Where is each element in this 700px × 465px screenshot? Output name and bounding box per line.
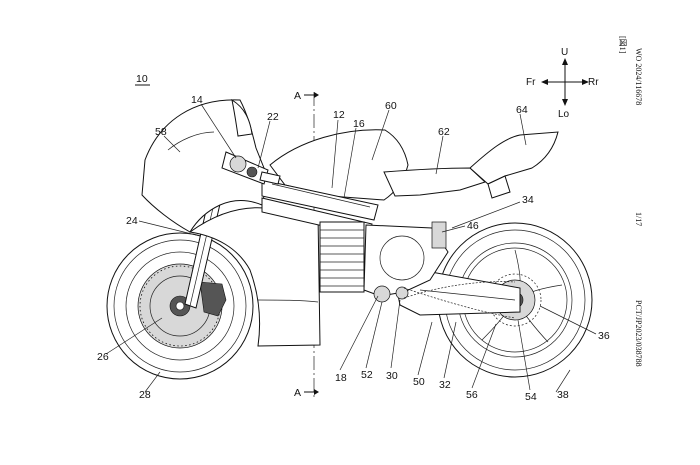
ref-label-38: 38 <box>557 389 569 401</box>
ref-label-12: 12 <box>333 109 345 121</box>
ref-label-52: 52 <box>361 369 373 381</box>
direction-front: Fr <box>526 77 536 88</box>
ref-label-26: 26 <box>97 351 109 363</box>
fig-tag: [図1] <box>618 36 627 54</box>
ref-label-56: 56 <box>466 389 478 401</box>
figure-number: 10 <box>136 73 148 85</box>
ref-label-34: 34 <box>522 194 534 206</box>
ref-label-22: 22 <box>267 111 279 123</box>
ref-label-32: 32 <box>439 379 451 391</box>
tail-cowl <box>469 131 559 185</box>
leader-lines <box>105 103 597 393</box>
application-number: PCT/JP2023/038788 <box>634 300 643 367</box>
direction-compass: U Lo Fr Rr <box>526 47 599 120</box>
ref-label-14: 14 <box>191 94 203 106</box>
handlebar <box>221 151 281 185</box>
ref-label-62: 62 <box>438 126 450 138</box>
direction-up: U <box>561 47 568 58</box>
seat <box>383 167 486 197</box>
sheet-number: 1/17 <box>634 212 643 226</box>
ref-label-58: 58 <box>155 126 167 138</box>
direction-rear: Rr <box>588 77 599 88</box>
motorcycle-drawing <box>106 98 593 380</box>
ref-label-24: 24 <box>126 215 138 227</box>
ref-label-64: 64 <box>516 104 528 116</box>
section-marker-top: A <box>294 90 301 102</box>
ref-label-54: 54 <box>525 391 537 403</box>
fuel-tank <box>269 129 409 201</box>
ref-label-30: 30 <box>386 370 398 382</box>
ref-label-18: 18 <box>335 372 347 384</box>
ref-label-60: 60 <box>385 100 397 112</box>
ref-label-36: 36 <box>598 330 610 342</box>
side-cowl <box>188 207 321 347</box>
windscreen <box>231 98 253 137</box>
section-marker-bottom: A <box>294 387 301 399</box>
front-fairing <box>141 99 269 233</box>
publication-number: WO 2024/116678 <box>634 48 643 105</box>
ref-label-16: 16 <box>353 118 365 130</box>
ref-label-50: 50 <box>413 376 425 388</box>
power-unit <box>363 221 449 303</box>
ref-label-46: 46 <box>467 220 479 232</box>
ref-label-28: 28 <box>139 389 151 401</box>
front-wheel <box>106 232 254 380</box>
reference-labels: 14 22 58 12 16 60 62 64 34 46 24 26 28 1… <box>97 94 610 403</box>
direction-down: Lo <box>558 109 570 120</box>
radiator <box>319 221 365 293</box>
